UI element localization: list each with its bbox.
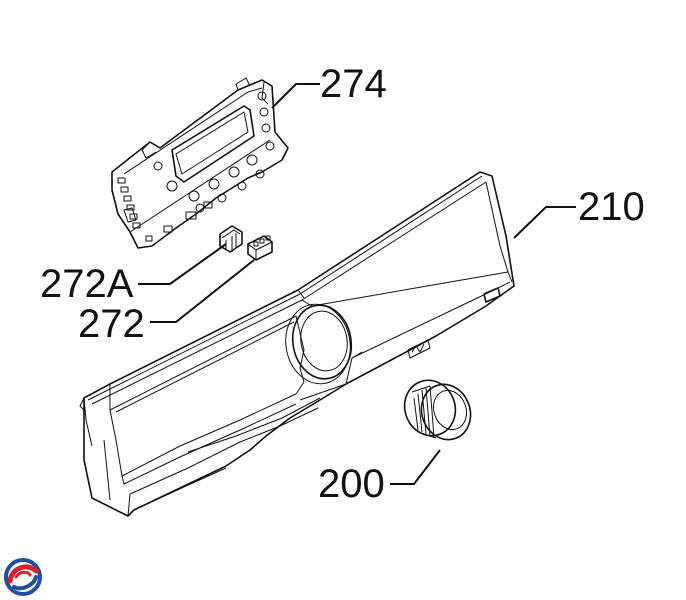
brand-logo-icon — [4, 558, 42, 596]
knob-200 — [403, 379, 472, 441]
callout-200: 200 — [318, 462, 385, 506]
callout-272: 272 — [78, 302, 145, 346]
callout-272A: 272A — [40, 262, 134, 306]
leader-272A — [138, 243, 227, 285]
leader-272 — [150, 259, 255, 323]
leader-200 — [390, 449, 441, 485]
knob-opening — [285, 303, 353, 385]
control-panel-210 — [79, 171, 515, 517]
leader-lines — [138, 83, 576, 485]
callout-210: 210 — [578, 185, 645, 229]
leader-210 — [513, 206, 576, 239]
connector-272A — [219, 225, 243, 253]
callout-274: 274 — [320, 62, 387, 106]
right-buttons — [153, 91, 275, 171]
front-buttons — [166, 154, 265, 213]
connector-272 — [247, 235, 273, 261]
pin-header-left — [117, 177, 141, 229]
leader-274 — [271, 83, 320, 109]
control-board-274 — [111, 77, 289, 249]
